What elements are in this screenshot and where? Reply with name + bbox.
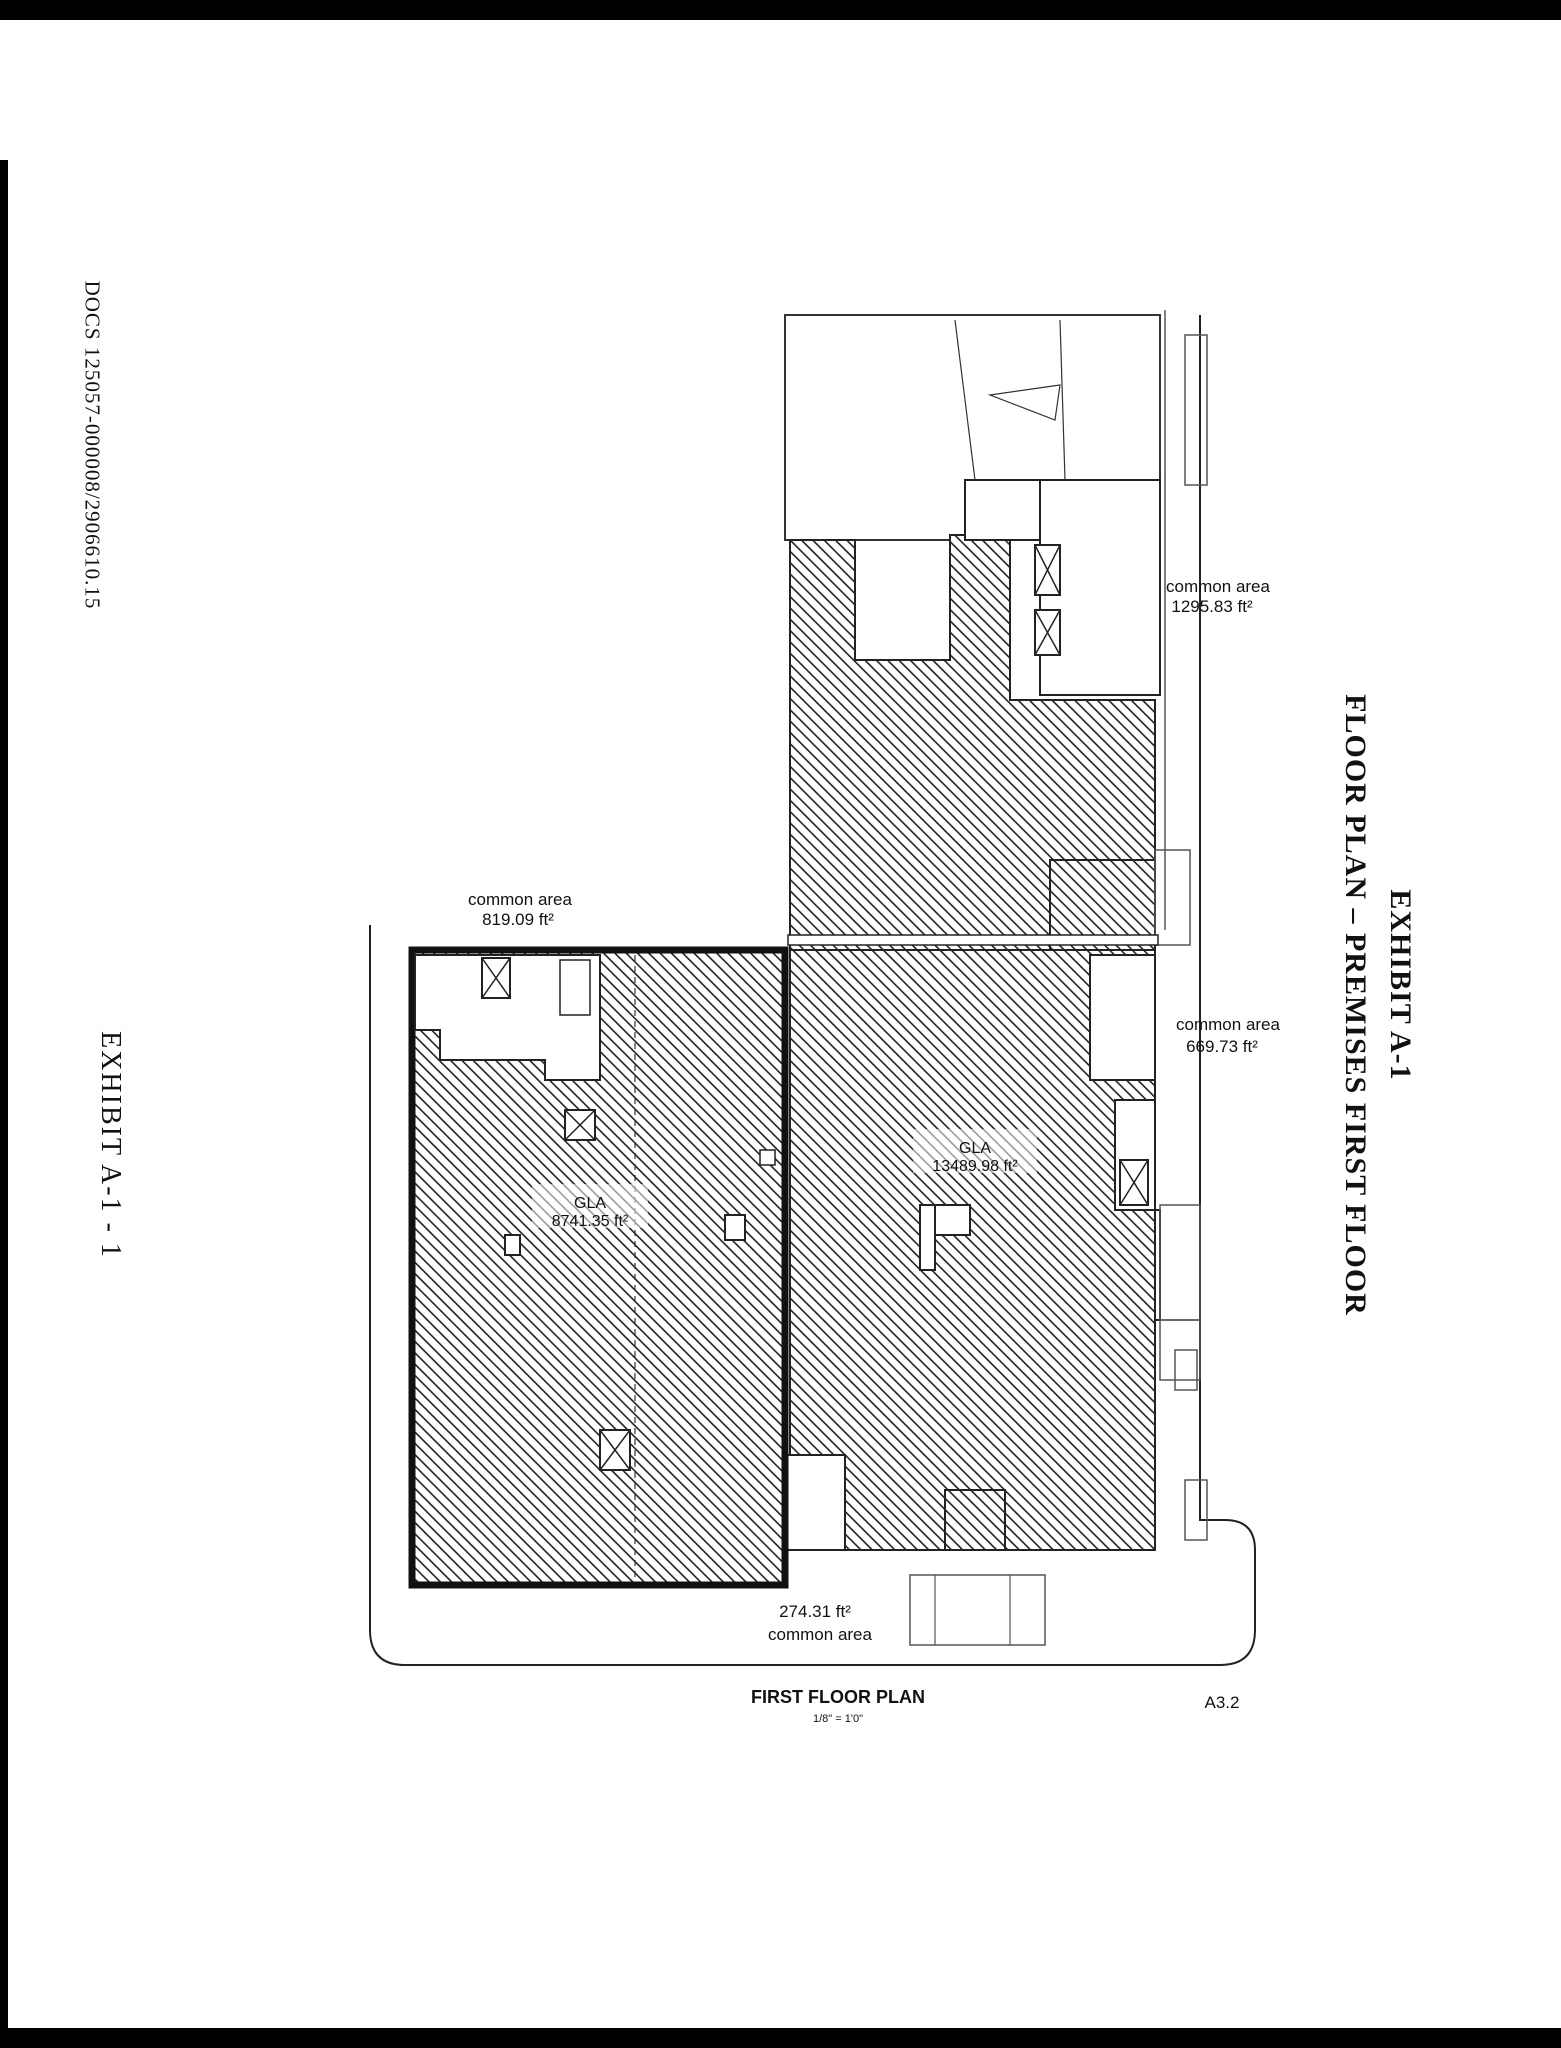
gla-right-value: 13489.98 ft²	[932, 1158, 1018, 1175]
common-area-1-label: common area	[468, 890, 572, 909]
gla-left-value: 8741.35 ft²	[552, 1213, 629, 1230]
common-area-3-value: 669.73 ft²	[1186, 1037, 1258, 1056]
common-area-1-value: 819.09 ft²	[482, 910, 554, 929]
scan-edge-bottom	[0, 2028, 1561, 2048]
sheet-number: A3.2	[1205, 1693, 1240, 1712]
left-core	[414, 954, 601, 1081]
gla-right-label: GLA	[959, 1140, 991, 1157]
common-area-2-label: common area	[1166, 577, 1270, 596]
scan-edge-top	[0, 0, 1561, 20]
common-area-4-value: 274.31 ft²	[779, 1602, 851, 1621]
common-area-2-value: 1295.83 ft²	[1171, 597, 1253, 616]
plan-title: FIRST FLOOR PLAN	[751, 1687, 925, 1707]
common-area-4-label: common area	[768, 1625, 872, 1644]
plan-scale: 1/8" = 1'0"	[813, 1713, 863, 1725]
gla-left-label: GLA	[574, 1195, 606, 1212]
scan-edge-left	[0, 160, 8, 2048]
common-area-3-label: common area	[1176, 1015, 1280, 1034]
site-outline	[369, 315, 1256, 1666]
